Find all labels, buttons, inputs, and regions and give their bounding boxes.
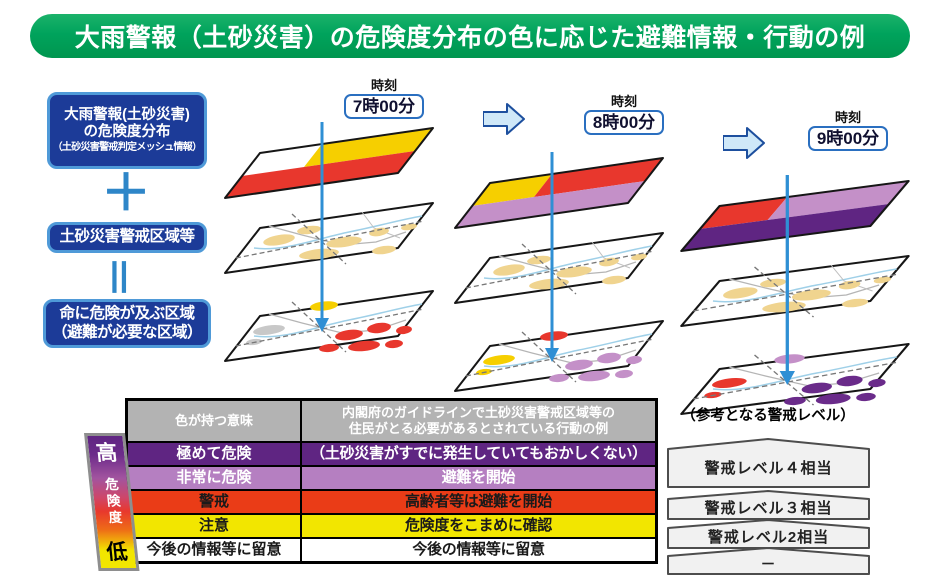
- alert-level-box-3: 警戒レベル３相当: [667, 490, 870, 520]
- danger-area-map-layer: [680, 343, 910, 415]
- projection-arrow: [315, 122, 329, 332]
- table-row-label: 極めて危険: [128, 443, 300, 465]
- danger-area-top: [310, 301, 338, 311]
- danger-areas: [784, 375, 886, 406]
- danger-areas: [549, 352, 642, 383]
- legend-box-line: 命に危険が及ぶ区域: [59, 304, 195, 322]
- alert-level-label: 警戒レベル４相当: [704, 459, 833, 477]
- time-value: 7時00分: [343, 94, 425, 120]
- danger-areas: [319, 322, 412, 353]
- projection-arrow: [779, 175, 795, 385]
- time-panel-2-layers: [454, 152, 664, 392]
- alert-level-label: 警戒レベル３相当: [704, 500, 833, 517]
- risk-high-label: 高: [94, 442, 119, 465]
- table-header-color: 色が持つ意味: [128, 401, 300, 441]
- time-value: 8時00分: [583, 110, 665, 136]
- table-row-label: 警戒: [128, 491, 300, 513]
- time-caption: 時刻: [610, 94, 637, 109]
- time-panel-3-layers: [680, 175, 910, 415]
- risk-low-label: 低: [105, 541, 129, 564]
- brace-box-shape: [667, 519, 870, 549]
- equals-icon: ＝: [94, 255, 142, 299]
- plus-icon: ＋: [101, 165, 151, 221]
- hazard-zone-map-layer: [224, 202, 434, 274]
- projection-arrow: [545, 152, 559, 362]
- alert-level-label: －: [760, 556, 777, 573]
- time-label-3: 時刻 9時00分: [802, 110, 894, 152]
- alert-level-label: 警戒レベル2相当: [707, 529, 830, 546]
- risk-mesh-layer: [224, 127, 434, 199]
- time-label-1: 時刻 7時00分: [338, 78, 430, 120]
- alert-levels-title: （参考となる警戒レベル）: [681, 408, 855, 424]
- page-title: 大雨警報（土砂災害）の危険度分布の色に応じた避難情報・行動の例: [30, 14, 910, 58]
- alert-level-box-none: －: [667, 547, 870, 575]
- table-header-action: 内閣府のガイドラインで土砂災害警戒区域等の 住民がとる必要があるとされている行動…: [302, 401, 655, 441]
- table-row-label: 非常に危険: [128, 467, 300, 489]
- table-row-action: 高齢者等は避難を開始: [302, 491, 655, 513]
- hazard-zone-map-layer: [680, 255, 910, 327]
- table-row-label: 注意: [128, 515, 300, 537]
- brace-box-shape: [667, 547, 870, 575]
- table-row-action: （土砂災害がすでに発生していてもおかしくない）: [302, 443, 655, 465]
- legend-box-line: （避難が必要な区域）: [51, 323, 203, 341]
- brace-box-shape: [667, 438, 870, 488]
- time-caption: 時刻: [370, 78, 397, 93]
- table-header-line: 住民がとる必要があるとされている行動の例: [348, 421, 609, 436]
- time-panel-1-layers: [224, 122, 434, 362]
- danger-area-map-layer: [454, 320, 664, 392]
- table-row-action: 避難を開始: [302, 467, 655, 489]
- risk-axis-label: 危険度: [102, 476, 123, 527]
- next-time-arrow-icon: [723, 127, 765, 159]
- hazard-zone-map-layer: [454, 232, 664, 304]
- danger-area-top: [774, 354, 805, 364]
- legend-box-line: （土砂災害警戒判定メッシュ情報）: [52, 142, 203, 154]
- color-meaning-table: 色が持つ意味 内閣府のガイドラインで土砂災害警戒区域等の 住民がとる必要があると…: [125, 398, 658, 564]
- risk-mesh-layer: [680, 180, 910, 252]
- hazard-zones: [263, 223, 417, 260]
- table-header-line: 内閣府のガイドラインで土砂災害警戒区域等の: [341, 404, 615, 420]
- legend-box-line: 土砂災害警戒区域等: [59, 228, 195, 246]
- time-value: 9時00分: [807, 126, 889, 152]
- danger-area-map-layer: [224, 290, 434, 362]
- time-caption: 時刻: [834, 110, 861, 125]
- legend-box-risk-distribution: 大雨警報(土砂災害) の危険度分布 （土砂災害警戒判定メッシュ情報）: [47, 92, 207, 169]
- legend-box-line: の危険度分布: [83, 124, 171, 141]
- table-row-action: 今後の情報等に留意: [302, 539, 655, 561]
- alert-level-box-2: 警戒レベル2相当: [667, 519, 870, 549]
- danger-area-top: [540, 331, 568, 341]
- legend-box-line: 大雨警報(土砂災害): [64, 106, 190, 123]
- legend-box-warning-zones: 土砂災害警戒区域等: [47, 222, 207, 253]
- table-row-label: 今後の情報等に留意: [128, 539, 300, 561]
- risk-mesh-layer: [454, 157, 664, 229]
- next-time-arrow-icon: [483, 103, 525, 135]
- hazard-zones: [493, 253, 647, 290]
- time-label-2: 時刻 8時00分: [578, 94, 670, 136]
- table-row-action: 危険度をこまめに確認: [302, 515, 655, 537]
- alert-level-box-4: 警戒レベル４相当: [667, 438, 870, 488]
- hazard-zones: [723, 276, 892, 313]
- brace-box-shape: [667, 490, 870, 520]
- legend-box-danger-area: 命に危険が及ぶ区域 （避難が必要な区域）: [43, 299, 211, 348]
